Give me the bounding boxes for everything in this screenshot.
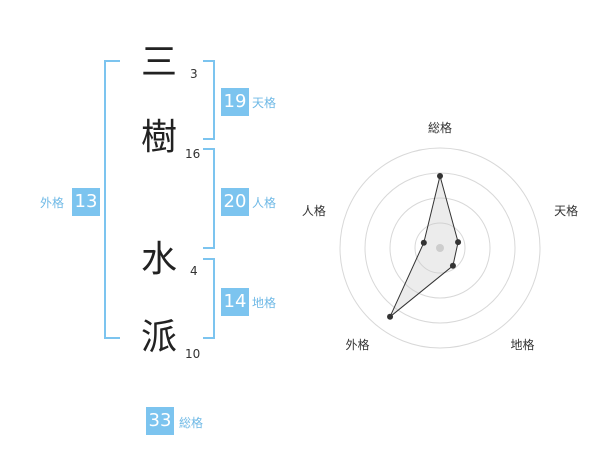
soukaku-label: 総格 — [179, 416, 204, 430]
radar-point-5 — [420, 239, 427, 246]
tenkaku-label: 天格 — [252, 96, 277, 110]
name-char-4: 派 — [141, 317, 178, 358]
radar-axis-label-4: 外格 — [345, 337, 369, 352]
jinkaku-value-badge: 20 — [221, 188, 249, 216]
radar-point-4 — [387, 313, 394, 320]
radar-axis-label-1: 総格 — [428, 120, 452, 135]
stroke-count-2: 16 — [185, 147, 201, 161]
chikaku-value-badge: 14 — [221, 288, 249, 316]
jinkaku-label: 人格 — [252, 196, 277, 210]
radar-series-polygon — [389, 174, 459, 318]
name-char-1: 三 — [141, 42, 178, 83]
name-char-2: 樹 — [141, 117, 178, 158]
name-char-3: 水 — [141, 239, 178, 280]
radar-axis-label-2: 天格 — [554, 203, 578, 218]
radar-ring-4 — [339, 147, 541, 349]
chikaku-label: 地格 — [252, 296, 277, 310]
radar-ring-2 — [389, 197, 491, 299]
tenkaku-bracket — [203, 60, 215, 140]
soukaku-value-badge: 33 — [146, 407, 174, 435]
gaikaku-label: 外格 — [40, 196, 65, 210]
radar-axis-label-5: 人格 — [302, 203, 326, 218]
chikaku-bracket — [203, 258, 215, 339]
tenkaku-value-badge: 19 — [221, 88, 249, 116]
radar-point-3 — [449, 262, 456, 269]
gaikaku-bracket — [104, 60, 120, 339]
stroke-count-3: 4 — [190, 264, 198, 278]
radar-point-1 — [437, 173, 443, 179]
stroke-count-4: 10 — [185, 347, 201, 361]
radar-axis-label-3: 地格 — [511, 337, 535, 352]
radar-ring-1 — [414, 222, 466, 274]
radar-center-dot — [436, 244, 444, 252]
gaikaku-value-badge: 13 — [72, 188, 100, 216]
stroke-count-1: 3 — [190, 67, 198, 81]
jinkaku-bracket — [203, 148, 215, 249]
radar-point-2 — [455, 239, 462, 246]
